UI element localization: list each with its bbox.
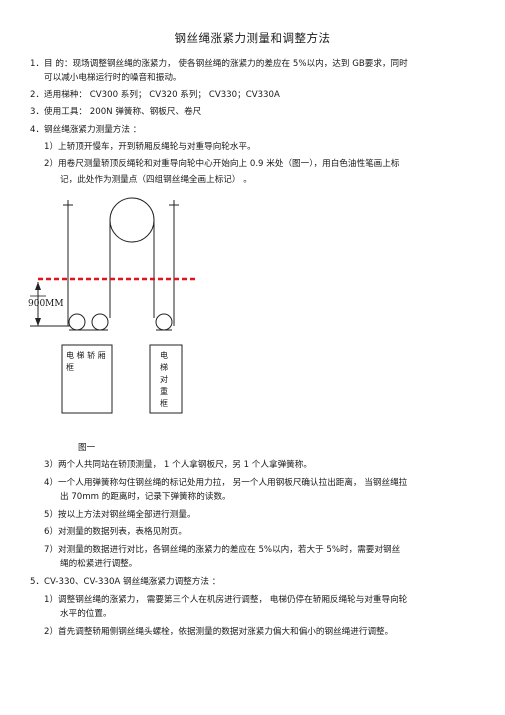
text-line-1: 1．目 的：现场调整钢丝绳的涨紧力， 使各钢丝绳的涨紧力的差应在 5%以内，达到…	[30, 59, 408, 69]
text-line-9: 3）两个人共同站在轿顶测量， 1 个人拿钢板尺，另 1 个人拿弹簧称。	[44, 460, 312, 470]
text-line-2: 可以减小电梯运行时的噪音和振动。	[44, 73, 182, 83]
text-line-15: 绳的松紧进行调整。	[60, 559, 138, 569]
text-line-10: 4）一个人用弹簧称勾住钢丝绳的标记处用力拉， 另一个人用钢板尺确认拉出距离， 当…	[44, 478, 408, 488]
text-line-3: 2．适用梯种： CV300 系列； CV320 系列； CV330；CV330A	[30, 90, 280, 100]
counterweight-frame-label: 电梯对重框	[160, 351, 168, 408]
text-line-18: 水平的位置。	[60, 609, 112, 619]
car-pulley-left-icon	[68, 313, 86, 331]
dimension-arrow-up-icon	[35, 282, 41, 290]
text-line-14: 7）对测量的数据进行对比，各钢丝绳的涨紧力的差应在 5%以内，若大于 5%时，需…	[44, 545, 401, 555]
text-line-5: 4．钢丝绳涨紧力测量方法 ：	[30, 125, 142, 135]
text-line-16: 5．CV-330、CV-330A 钢丝绳涨紧力调整方法 ：	[30, 577, 221, 587]
car-frame-label: 电 梯 轿 厢框	[66, 351, 106, 372]
text-line-17: 1）调整钢丝绳的涨紧力， 需要第三个人在机房进行调整， 电梯仍停在轿厢反绳轮与对…	[44, 595, 408, 605]
text-line-8: 记，此处作为测量点（四组钢丝绳全画上标记） 。	[60, 175, 252, 185]
text-line-19: 2）首先调整轿厢侧钢丝绳头螺栓，依据测量的数据对涨紧力偏大和偏小的钢丝绳进行调整…	[44, 627, 394, 637]
text-line-13: 6）对测量的数据列表，表格见附页。	[44, 527, 187, 537]
dimension-label: 900MM	[28, 299, 64, 309]
text-line-7: 2）用卷尺测量轿顶反绳轮和对重导向轮中心开始向上 0.9 米处（图一），用白色油…	[44, 159, 400, 169]
text-line-6: 1）上轿顶开慢车，开到轿厢反绳轮与对重导向轮水平。	[44, 142, 256, 152]
figure-caption: 图一	[78, 443, 96, 453]
text-line-12: 5）按以上方法对钢丝绳全部进行测量。	[44, 510, 196, 520]
traction-sheave-icon	[109, 197, 155, 243]
car-frame-box	[61, 344, 113, 414]
text-line-4: 3．使用工具： 200N 弹簧称、钢板尺、卷尺	[30, 107, 202, 117]
dimension-arrow-down-icon	[35, 318, 41, 326]
car-pulley-right-icon	[91, 313, 109, 331]
counterweight-frame-box	[149, 344, 183, 414]
text-line-11: 出 70mm 的距离时，记录下弹簧称的读数。	[60, 492, 231, 502]
page-title: 钢丝绳涨紧力测量和调整方法	[174, 31, 331, 45]
cwt-pulley-icon	[155, 313, 173, 331]
